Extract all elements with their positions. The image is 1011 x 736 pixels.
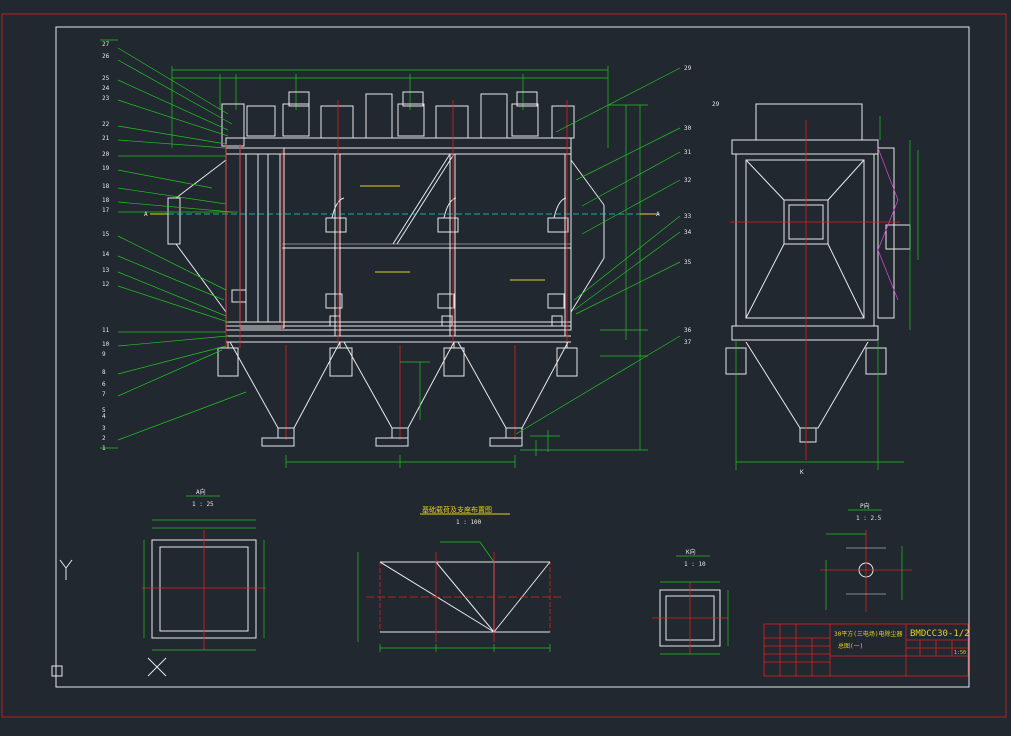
k-view-marker: K [800,469,804,476]
part-number-label: 15 [102,231,110,238]
part-number-label: 32 [684,177,692,184]
part-number-label: 13 [102,267,110,274]
sheet-title: 总图(一) [838,642,863,650]
part-number-label: 27 [102,41,110,48]
part-number-label: 37 [684,339,692,346]
drawing-number: BMDCC30-1/2 [910,629,970,639]
view-k-scale: 1 : 10 [684,561,706,568]
part-number-label: 8 [102,369,106,376]
part-number-label: 25 [102,75,110,82]
view-p-title: P向 [860,502,870,510]
part-number-label: 5 [102,407,106,414]
part-number-label: 2 [102,435,106,442]
ucs-y-icon [59,559,73,580]
part-number-label: 17 [102,207,110,214]
part-number-label: 30 [684,125,692,132]
part-number-label: 34 [684,229,692,236]
product-name: 30平方(三电场)电除尘器 [834,630,902,638]
part-number-label: 19 [102,165,110,172]
front-elevation [150,66,660,468]
part-number-label: 21 [102,135,110,142]
part-number-label: 14 [102,251,110,258]
part-number-label: 4 [102,413,106,420]
part-number-label: 9 [102,351,106,358]
title-block [763,623,969,677]
foundation-plan-scale: 1 : 100 [456,519,482,526]
left-leader-lines [100,39,247,449]
part-number-label: 20 [102,151,110,158]
part-number-label: 26 [102,53,110,60]
side-elevation [725,103,919,470]
right-leader-lines [515,67,681,435]
part-number-label: 23 [102,95,110,102]
part-number-label: 6 [102,381,106,388]
part-number-label: 29 [712,101,720,108]
view-p-scale: 1 : 2.5 [856,515,882,522]
part-number-label: 33 [684,213,692,220]
part-number-label: 12 [102,281,110,288]
part-number-label: 7 [102,391,106,398]
part-number-label: 24 [102,85,110,92]
part-number-label: 11 [102,327,110,334]
part-number-labels-right: 29 29 30 31 32 33 34 35 36 37 [684,65,720,346]
view-a-title: A向 [196,488,206,496]
part-number-label: 31 [684,149,692,156]
view-k-detail [652,555,729,655]
part-number-label: 18 [102,197,110,204]
view-a-detail [142,495,266,651]
scale-value: 1:50 [954,650,966,656]
view-p-detail [820,509,912,612]
part-number-label: 3 [102,425,106,432]
part-number-label: 35 [684,259,692,266]
part-number-label: 10 [102,341,110,348]
section-marker-left: A [144,211,148,218]
part-number-label: 18 [102,183,110,190]
part-number-labels: 2726252423222120191818171514131211109867… [102,41,110,452]
section-marker-right: A [656,211,660,218]
annotation-markers [150,185,656,281]
part-number-label: 1 [102,445,106,452]
foundation-plan-title: 基础载荷及支座布置图 [422,505,492,514]
view-a-scale: 1 : 25 [192,501,214,508]
inner-border [55,26,970,688]
view-k-title: K向 [686,548,696,556]
ucs-x-icon [51,657,167,677]
part-number-label: 36 [684,327,692,334]
outer-border [1,13,1007,718]
foundation-plan [357,513,564,652]
part-number-label: 22 [102,121,110,128]
part-number-label: 29 [684,65,692,72]
